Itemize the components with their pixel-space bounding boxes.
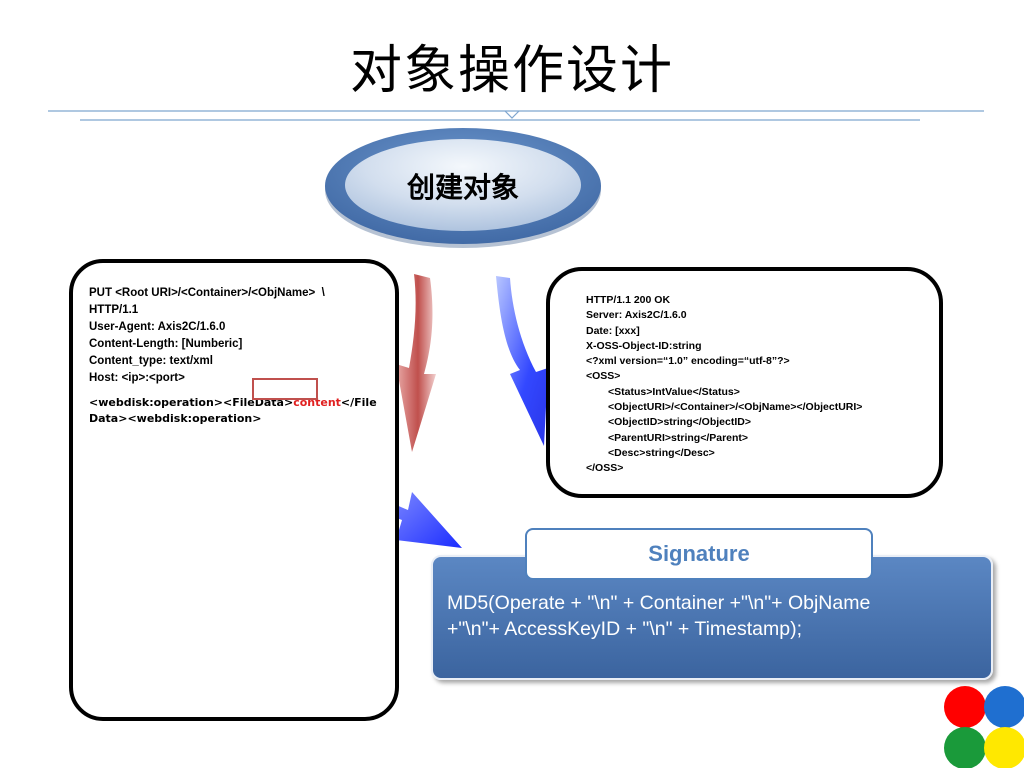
signature-arrow bbox=[296, 406, 462, 548]
logo-circle-yellow bbox=[984, 727, 1024, 768]
response-xml-line: <ParentURI>string</Parent> bbox=[608, 431, 749, 444]
response-xml-line: <ObjectURI>/<Container>/<ObjName></Objec… bbox=[608, 401, 863, 414]
request-line: PUT <Root URI>/<Container>/<ObjName> \ bbox=[89, 287, 325, 299]
request-body: <webdisk:operation><FileData>content</Fi… bbox=[89, 395, 381, 427]
slide-title: 对象操作设计 bbox=[349, 41, 674, 101]
request-line: Content_type: text/xml bbox=[89, 355, 213, 367]
center-ellipse bbox=[325, 128, 601, 248]
request-line: User-Agent: Axis2C/1.6.0 bbox=[89, 321, 226, 333]
response-arrow bbox=[496, 276, 548, 446]
logo-circle-green bbox=[944, 727, 986, 768]
signature-title: Signature bbox=[525, 528, 873, 580]
response-line: Date: [xxx] bbox=[586, 324, 640, 337]
logo-circle-red bbox=[944, 686, 986, 728]
response-line: HTTP/1.1 200 OK bbox=[586, 294, 671, 306]
response-line: <?xml version=“1.0” encoding=“utf-8”?> bbox=[586, 355, 790, 368]
signature-formula-line: MD5(Operate + "\n" + Container +"\n"+ Ob… bbox=[447, 592, 871, 614]
content-highlight-box bbox=[252, 378, 318, 400]
signature-formula: MD5(Operate + "\n" + Container +"\n"+ Ob… bbox=[447, 590, 977, 642]
response-line: X-OSS-Object-ID:string bbox=[586, 339, 702, 352]
request-body-prefix: <webdisk:operation><FileData> bbox=[89, 396, 294, 409]
center-node-label: 创建对象 bbox=[406, 171, 519, 204]
response-line: <OSS> bbox=[586, 370, 621, 383]
response-box: HTTP/1.1 200 OK Server: Axis2C/1.6.0 Dat… bbox=[546, 267, 943, 498]
request-line: HTTP/1.1 bbox=[89, 304, 139, 316]
response-xml-line: <Desc>string</Desc> bbox=[608, 446, 715, 459]
response-xml-line: <Status>IntValue</Status> bbox=[608, 385, 740, 398]
request-box: PUT <Root URI>/<Container>/<ObjName> \ H… bbox=[69, 259, 399, 721]
response-xml-line: <ObjectID>string</ObjectID> bbox=[608, 416, 751, 429]
title-rules bbox=[48, 110, 984, 121]
request-line: Host: <ip>:<port> bbox=[89, 372, 185, 384]
response-line: Server: Axis2C/1.6.0 bbox=[586, 309, 687, 322]
signature-formula-line: +"\n"+ AccessKeyID + "\n" + Timestamp); bbox=[447, 618, 802, 640]
request-arrow bbox=[396, 274, 436, 452]
request-body-suffix: </FileData><webdisk:operation> bbox=[89, 396, 377, 425]
request-line: Content-Length: [Numberic] bbox=[89, 338, 243, 350]
response-xml-close: </OSS> bbox=[586, 462, 624, 475]
logo-circle-blue bbox=[984, 686, 1024, 728]
